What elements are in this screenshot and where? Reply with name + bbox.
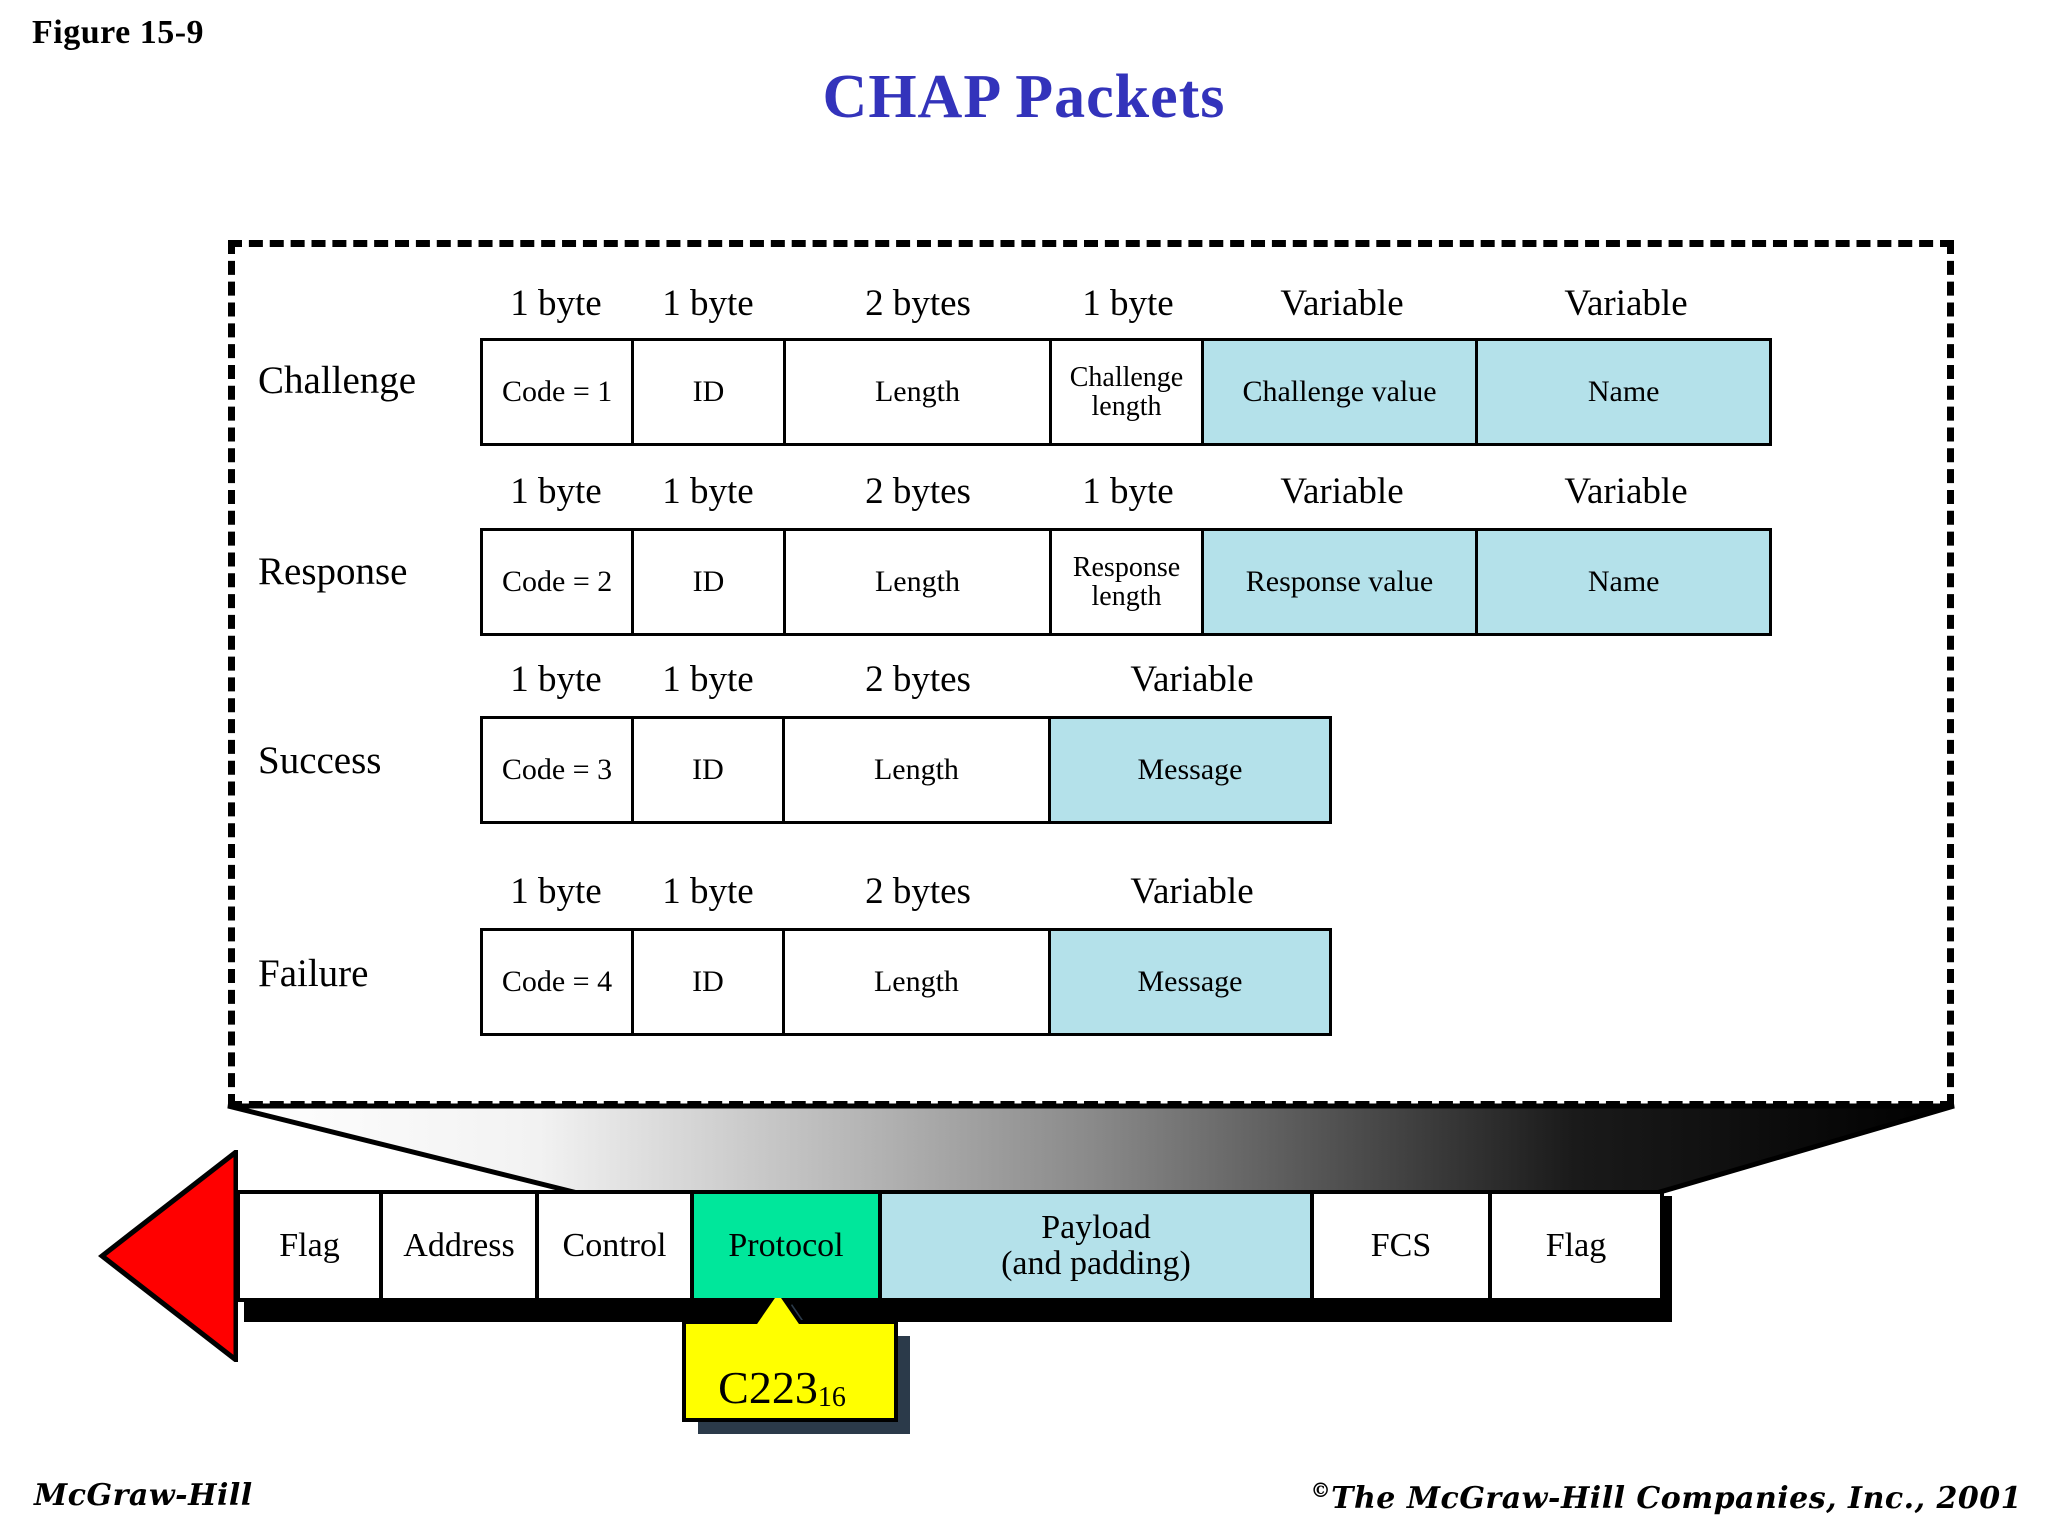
size-label: 1 byte	[510, 283, 602, 324]
frame-field-payload: Payload (and padding)	[882, 1194, 1314, 1298]
frame-field-flag-start: Flag	[240, 1194, 383, 1298]
size-label: 1 byte	[510, 471, 602, 512]
size-labels-challenge: 1 byte 1 byte 2 bytes 1 byte Variable Va…	[480, 282, 1772, 326]
size-label: 2 bytes	[865, 283, 971, 324]
size-label: 1 byte	[510, 871, 602, 912]
packet-row-label-success: Success	[258, 739, 382, 782]
frame-field-control: Control	[539, 1194, 694, 1298]
size-label: 2 bytes	[865, 871, 971, 912]
packet-field: Length	[785, 341, 1053, 443]
frame-field-fcs: FCS	[1314, 1194, 1492, 1298]
packet-field: ID	[634, 341, 786, 443]
size-label: Variable	[1130, 871, 1254, 912]
packet-row-label-response: Response	[258, 550, 408, 593]
packet-fields-success: Code = 3 ID Length Message	[480, 716, 1332, 824]
frame-field-address: Address	[383, 1194, 539, 1298]
packet-field: ID	[634, 531, 786, 633]
size-label: Variable	[1564, 471, 1688, 512]
packet-field: ID	[633, 719, 785, 821]
size-label: 1 byte	[662, 471, 754, 512]
size-labels-success: 1 byte 1 byte 2 bytes Variable	[480, 658, 1332, 702]
size-labels-response: 1 byte 1 byte 2 bytes 1 byte Variable Va…	[480, 470, 1772, 514]
packet-field: Code = 1	[483, 341, 635, 443]
size-label: Variable	[1130, 659, 1254, 700]
size-labels-failure: 1 byte 1 byte 2 bytes Variable	[480, 870, 1332, 914]
packet-field: Code = 3	[483, 719, 634, 821]
figure-label: Figure 15-9	[32, 14, 205, 51]
size-label: Variable	[1280, 471, 1404, 512]
size-label: Variable	[1564, 283, 1688, 324]
packet-field: Length	[784, 719, 1051, 821]
size-label: 1 byte	[1082, 283, 1174, 324]
packet-fields-response: Code = 2 ID Length Response length Respo…	[480, 528, 1772, 636]
publisher-logo: McGraw-Hill	[34, 1478, 253, 1513]
packet-field: Challenge length	[1052, 341, 1204, 443]
size-label: 1 byte	[510, 659, 602, 700]
frame-field-protocol: Protocol	[694, 1194, 882, 1298]
size-label: 1 byte	[1082, 471, 1174, 512]
packet-row-label-failure: Failure	[258, 952, 369, 995]
packet-field: Challenge value	[1203, 341, 1479, 443]
packet-fields-failure: Code = 4 ID Length Message	[480, 928, 1332, 1036]
packet-field: Code = 4	[483, 931, 634, 1033]
packet-field: ID	[633, 931, 785, 1033]
direction-arrow-icon	[98, 1150, 238, 1362]
frame-shadow-bottom	[244, 1300, 1672, 1322]
size-label: Variable	[1280, 283, 1404, 324]
packet-field: Response length	[1052, 531, 1204, 633]
packet-field: Code = 2	[483, 531, 635, 633]
size-label: 1 byte	[662, 659, 754, 700]
size-label: 2 bytes	[865, 659, 971, 700]
packet-field: Response value	[1203, 531, 1479, 633]
packet-field: Message	[1050, 931, 1329, 1033]
page-title: CHAP Packets	[822, 63, 1226, 131]
packet-field: Name	[1478, 341, 1769, 443]
size-label: 2 bytes	[865, 471, 971, 512]
packet-row-label-challenge: Challenge	[258, 359, 417, 402]
protocol-value-callout	[682, 1298, 910, 1434]
packet-field: Length	[784, 931, 1051, 1033]
packet-field: Name	[1478, 531, 1769, 633]
frame-field-flag-end: Flag	[1492, 1194, 1660, 1298]
size-label: 1 byte	[662, 283, 754, 324]
copyright-text: The McGraw-Hill Companies, Inc., 2001	[1331, 1481, 2022, 1516]
copyright-notice: ©The McGraw-Hill Companies, Inc., 2001	[1311, 1478, 2022, 1516]
copyright-mark: ©	[1310, 1478, 1332, 1502]
packet-fields-challenge: Code = 1 ID Length Challenge length Chal…	[480, 338, 1772, 446]
packet-field: Length	[785, 531, 1053, 633]
packet-field: Message	[1050, 719, 1329, 821]
size-label: 1 byte	[662, 871, 754, 912]
ppp-frame: Flag Address Control Protocol Payload (a…	[236, 1190, 1664, 1302]
